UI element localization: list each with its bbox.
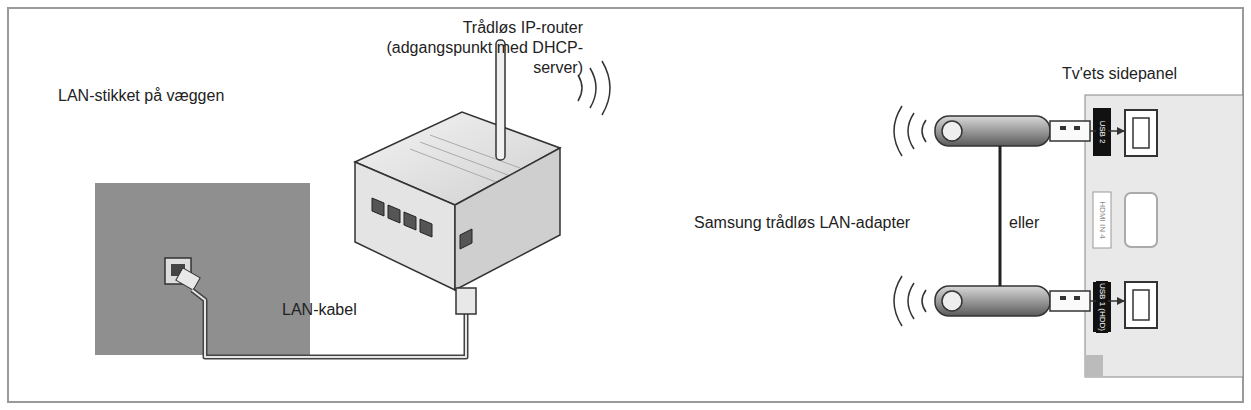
frame	[8, 8, 1243, 402]
adapter-label: Samsung trådløs LAN-adapter	[694, 213, 910, 233]
panel-label: Tv'ets sidepanel	[1062, 64, 1177, 84]
port-label: USB 2	[1096, 118, 1108, 145]
port-label-plate	[1093, 108, 1111, 156]
port-label: USB 1 (HDD)	[1096, 281, 1108, 333]
router-left-face	[355, 162, 455, 290]
port-label: HDMI IN 4	[1096, 199, 1108, 240]
cable-plug	[176, 268, 200, 290]
wall-socket-label: LAN-stikket på væggen	[58, 86, 228, 106]
lan-cable-core	[192, 290, 466, 357]
usb-port	[1125, 282, 1157, 328]
cable-label: LAN-kabel	[282, 300, 357, 320]
port-label-plate	[1093, 192, 1111, 248]
tv-side-panel	[1085, 95, 1243, 377]
router-antenna	[496, 40, 505, 160]
usb-port-inner	[1133, 290, 1149, 320]
or-label: eller	[1006, 213, 1042, 233]
usb-port-inner	[1133, 118, 1149, 148]
wireless-adapter	[935, 116, 1125, 146]
usb-port	[1125, 110, 1157, 156]
alternative-bracket	[999, 146, 1002, 286]
lan-cable	[192, 290, 466, 357]
router-right-face	[455, 148, 560, 290]
hdmi-port	[1125, 193, 1157, 247]
router-cable-plug	[456, 288, 476, 314]
router-ports	[372, 198, 472, 249]
router-label: Trådløs IP-router (adgangspunkt med DHCP…	[378, 18, 583, 78]
panel-detail	[1085, 355, 1103, 377]
